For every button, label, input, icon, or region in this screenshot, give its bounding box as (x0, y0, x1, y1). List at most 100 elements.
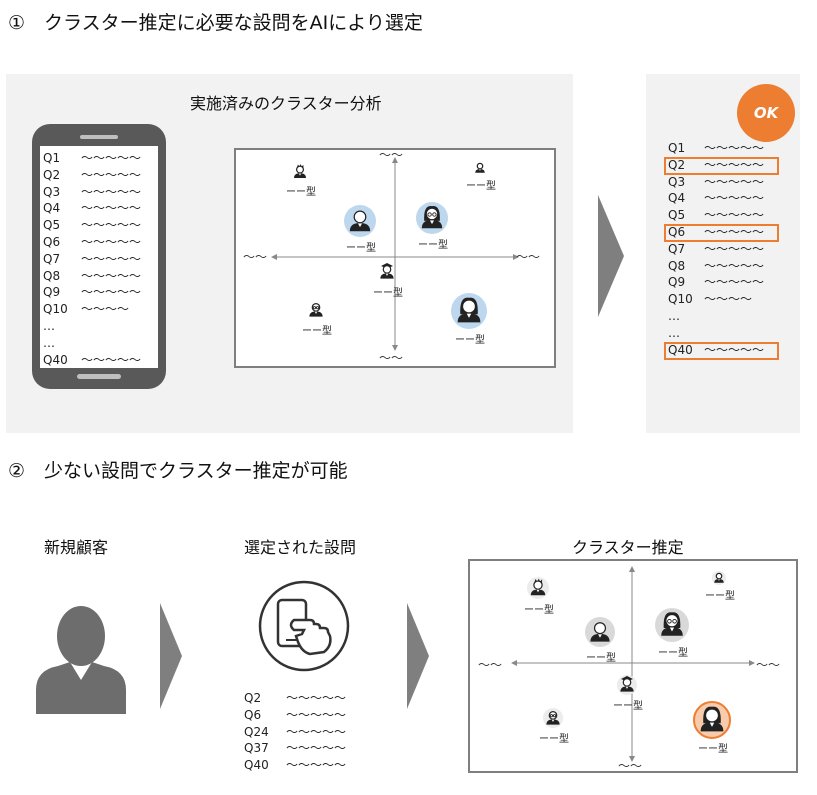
small-person-icon (475, 162, 485, 173)
glasses-woman-person-icon (655, 608, 689, 642)
phone-home-button (77, 374, 121, 379)
question-text: 〜〜〜〜〜 (81, 234, 142, 249)
question-row: Q37 〜〜〜〜〜 (244, 740, 346, 757)
question-id: Q9 (668, 275, 686, 290)
selected-questions-label: 選定された設問 (244, 538, 357, 557)
question-id: Q37 (244, 741, 269, 756)
question-row: Q3〜〜〜〜〜 (43, 184, 141, 201)
graduate-person-icon (617, 675, 637, 695)
question-row: Q1 〜〜〜〜〜 (43, 150, 141, 167)
question-id: Q5 (43, 218, 61, 233)
persona-cluster (711, 570, 727, 586)
question-text: 〜〜〜〜〜 (704, 241, 765, 256)
question-row: Q7〜〜〜〜〜 (668, 241, 764, 258)
question-id: Q8 (43, 268, 61, 283)
question-row: Q40〜〜〜〜〜 (43, 352, 141, 369)
estimate-axis-bottom-label: 〜〜 (618, 759, 643, 773)
persona-type-label: ーー型 (586, 653, 616, 664)
question-text: 〜〜〜〜〜 (286, 707, 347, 722)
question-row: … (43, 335, 141, 352)
question-id: Q1 (668, 141, 686, 155)
persona-cluster (542, 707, 564, 729)
selected-questions-list: Q2〜〜〜〜〜Q6〜〜〜〜〜Q24〜〜〜〜〜Q37〜〜〜〜〜Q40〜〜〜〜〜 (244, 690, 346, 774)
question-row: Q6 〜〜〜〜〜 (244, 707, 346, 724)
tap-smartphone-icon (258, 580, 350, 672)
persona-cluster (415, 201, 449, 235)
question-text: 〜〜〜〜〜 (286, 741, 347, 756)
man-person-icon (344, 205, 376, 237)
glasses-man-person-icon (309, 303, 323, 317)
question-text: 〜〜〜〜〜 (704, 141, 765, 155)
axis-top-label: 〜〜 (379, 148, 404, 162)
persona-type-label: ーー型 (418, 240, 448, 251)
question-row: Q5〜〜〜〜〜 (668, 207, 764, 224)
question-text: 〜〜〜〜〜 (81, 352, 142, 367)
survey-question-list: Q1〜〜〜〜〜Q2〜〜〜〜〜Q3〜〜〜〜〜Q4〜〜〜〜〜Q5〜〜〜〜〜Q6〜〜〜… (43, 150, 141, 368)
man-person-icon (585, 617, 615, 647)
persona-cluster (654, 607, 690, 643)
question-text: 〜〜〜〜〜 (81, 285, 142, 300)
axis-right-label: 〜〜 (516, 250, 541, 264)
question-text: 〜〜〜〜〜 (704, 174, 765, 189)
question-row: … (43, 318, 141, 335)
question-id: Q6 (244, 707, 262, 722)
glasses-man-person-icon (543, 708, 563, 728)
question-row: Q10〜〜〜〜 (43, 301, 141, 318)
question-text: 〜〜〜〜〜 (81, 167, 142, 182)
analysis-title: 実施済みのクラスター分析 (190, 94, 382, 113)
persona-cluster (584, 616, 616, 648)
question-id: Q4 (43, 201, 61, 216)
question-row: Q7〜〜〜〜〜 (43, 251, 141, 268)
question-text: 〜〜〜〜〜 (704, 224, 765, 239)
question-id: Q40 (244, 758, 269, 773)
persona-type-label: ーー型 (466, 181, 496, 192)
question-row: Q5 〜〜〜〜〜 (43, 217, 141, 234)
cluster-estimate-axes (511, 566, 755, 762)
cluster-map-axes (271, 157, 519, 351)
question-id: Q10 (43, 302, 68, 317)
question-id: Q2 (43, 167, 61, 182)
persona-type-label: ーー型 (705, 591, 735, 602)
question-row: Q8〜〜〜〜〜 (668, 258, 764, 275)
persona-cluster (343, 204, 377, 238)
spiky-hair-person-icon (294, 164, 306, 178)
question-row: Q10〜〜〜〜 (668, 291, 764, 308)
question-id: Q2 (668, 157, 686, 172)
question-text: 〜〜〜〜〜 (704, 208, 765, 223)
question-row: Q4 〜〜〜〜〜 (43, 200, 141, 217)
section2-title: ② 少ない設問でクラスター推定が可能 (8, 460, 348, 482)
cluster-estimate-label: クラスター推定 (572, 538, 684, 557)
phone-screen (40, 146, 158, 368)
question-text: 〜〜〜〜〜 (286, 724, 347, 739)
question-row: Q2 〜〜〜〜〜 (43, 167, 141, 184)
axis-left-label: 〜〜 (243, 250, 268, 264)
selected-question-result-list: Q1〜〜〜〜〜Q2〜〜〜〜〜Q3〜〜〜〜〜Q4〜〜〜〜〜Q5〜〜〜〜〜Q6〜〜〜… (664, 140, 779, 360)
question-text: 〜〜〜〜〜 (81, 201, 142, 216)
graduate-person-icon (380, 263, 394, 279)
question-row: Q6〜〜〜〜〜 (43, 234, 141, 251)
ok-badge: OK (737, 84, 795, 142)
question-id: … (668, 308, 680, 323)
question-text: 〜〜〜〜 (704, 292, 753, 307)
question-id: Q1 (43, 151, 61, 165)
persona-cluster (472, 160, 488, 176)
question-row: Q1 〜〜〜〜〜 (668, 140, 764, 157)
question-text: 〜〜〜〜〜 (81, 151, 142, 165)
question-id: Q3 (668, 174, 686, 189)
persona-cluster (290, 162, 310, 182)
question-row: Q40 〜〜〜〜〜 (244, 757, 346, 774)
question-text: 〜〜〜〜〜 (286, 758, 347, 773)
question-text: 〜〜〜〜〜 (81, 251, 142, 266)
persona-type-label: ーー型 (524, 605, 554, 616)
arrow-right-icon (160, 603, 182, 709)
question-id: Q40 (668, 342, 693, 357)
question-id: … (43, 335, 55, 350)
question-text: 〜〜〜〜〜 (81, 268, 142, 283)
question-row: Q9〜〜〜〜〜 (43, 284, 141, 301)
persona-type-label: ーー型 (373, 288, 403, 299)
question-text: 〜〜〜〜〜 (81, 218, 142, 233)
question-row: Q2〜〜〜〜〜 (664, 156, 779, 175)
question-text: 〜〜〜〜〜 (81, 184, 142, 199)
question-row: Q8 〜〜〜〜〜 (43, 268, 141, 285)
selected-question-highlight (664, 156, 779, 175)
